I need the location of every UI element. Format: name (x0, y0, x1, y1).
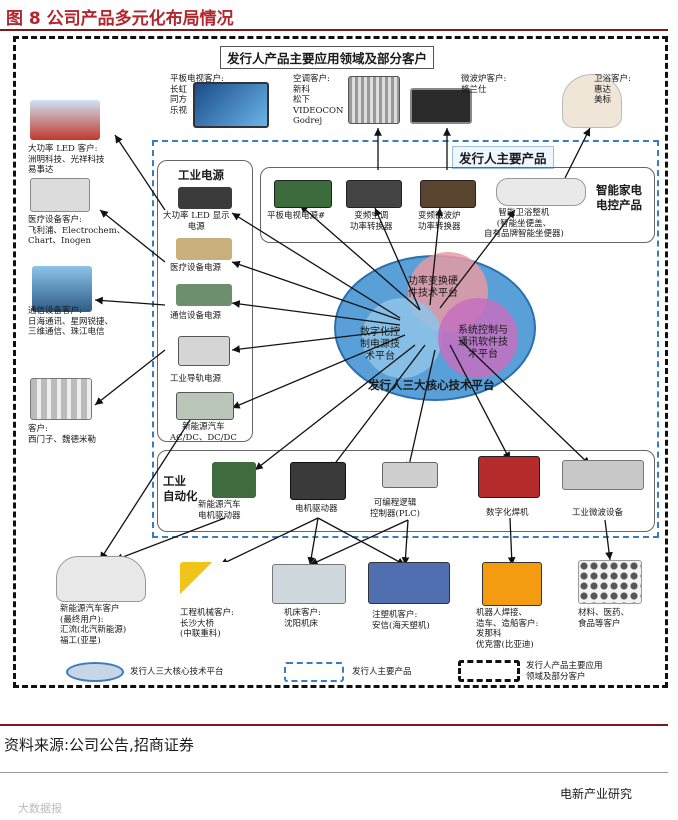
car-customers: 新能源汽车客户 (最终用户): 汇流(北汽新能源) 福工(亚星) (60, 604, 127, 646)
material-customers: 材料、医药、 食品等客户 (578, 608, 630, 629)
legend-main-label: 发行人主要产品 (352, 667, 412, 677)
ac-converter-label: 变频空调 功率转换器 (350, 211, 393, 232)
source-text: 资料来源:公司公告,招商证券 (4, 736, 194, 754)
crane-customers: 工程机械客户: 长沙大桥 (中联重科) (180, 608, 234, 639)
venn-digital (362, 298, 442, 378)
telecom-customers: 通信设备客户: 日海通讯、星网锐捷、 三维通信、珠江电信 (28, 306, 114, 337)
robot-customers: 机器人焊接、 造车、造船客户: 发那科 优克雷(比亚迪) (476, 608, 539, 650)
core-digital-label: 数字化控 制电源技 术平台 (360, 327, 400, 362)
rail-power-label: 工业导轨电源 (170, 374, 222, 384)
nev-motor-driver-label: 新能源汽车 电机驱动器 (198, 500, 241, 521)
toilet-icon (562, 74, 622, 128)
legend-core-swatch (66, 662, 124, 682)
car-icon (56, 556, 146, 602)
motor-driver-icon (290, 462, 346, 500)
figure-title: 图 8 公司产品多元化布局情况 (6, 9, 234, 29)
industrial-microwave-label: 工业微波设备 (572, 508, 624, 518)
telecom-power-label: 通信设备电源 (170, 311, 222, 321)
mw-converter-icon (420, 180, 476, 208)
molding-customers: 注塑机客户: 安信(海天塑机) (372, 610, 430, 631)
mw-converter-label: 变频微波炉 功率转换器 (418, 211, 461, 232)
automation-group (157, 450, 655, 532)
smart-toilet-icon (496, 178, 586, 206)
machine-tool-icon (272, 564, 346, 604)
telecom-tower-icon (32, 266, 92, 312)
medical-device-icon (30, 178, 90, 212)
material-icon (578, 560, 642, 604)
ac-customers: 空调客户: 新科 松下 VIDEOCON Godrej (293, 74, 344, 126)
smart-home-label: 智能家电 电控产品 (596, 183, 642, 212)
telecom-power-icon (176, 284, 232, 306)
rail-customers: 客户: 西门子、魏德米勒 (28, 424, 97, 445)
rail-power-icon (178, 336, 230, 366)
legend-main-swatch (284, 662, 344, 682)
main-products-title: 发行人主要产品 (452, 146, 554, 169)
smart-toilet-label: 智能卫浴整机 (智能坐便盖、 自有品牌智能坐便器) (484, 208, 564, 239)
crane-icon (180, 562, 246, 604)
legend-outer-label: 发行人产品主要应用 领域及部分客户 (526, 661, 603, 682)
microwave-customers: 微波炉客户: 格兰仕 (461, 74, 507, 95)
core-hardware-label: 功率变换硬 件技术平台 (408, 276, 458, 299)
industrial-power-group (157, 160, 253, 442)
rail-cabinet-icon (30, 378, 92, 420)
outer-box-title: 发行人产品主要应用领域及部分客户 (220, 46, 435, 69)
venn-software (438, 298, 518, 378)
welder-icon (478, 456, 540, 498)
nev-power-label: 新能源汽车 AC/DC、DC/DC (170, 422, 237, 443)
industrial-microwave-icon (562, 460, 644, 490)
core-platform-title: 发行人三大核心技术平台 (368, 378, 495, 392)
ac-unit-icon (348, 76, 400, 124)
brand-label: 电新产业研究 (560, 787, 633, 801)
led-screen-icon (30, 100, 100, 140)
robot-icon (482, 562, 542, 606)
source-rule (0, 724, 668, 726)
bath-customers: 卫浴客户: 惠达 美标 (594, 74, 631, 105)
nev-motor-driver-icon (212, 462, 256, 498)
plc-icon (382, 462, 438, 488)
smart-home-group (260, 167, 655, 243)
tv-image-icon (193, 82, 269, 128)
outer-application-box (13, 36, 668, 688)
medical-power-label: 医疗设备电源 (170, 263, 222, 273)
welder-label: 数字化焊机 (486, 508, 529, 518)
medical-power-icon (176, 238, 232, 260)
watermark-text: 大数据报 (18, 802, 62, 815)
tv-power-label: 平板电视电源# (267, 211, 326, 221)
automation-label: 工业 自动化 (163, 474, 198, 503)
legend-outer-swatch (458, 660, 520, 682)
footer-rule (0, 772, 668, 773)
molding-machine-icon (368, 562, 450, 604)
machine-customers: 机床客户: 沈阳机床 (284, 608, 321, 629)
industrial-power-label: 工业电源 (178, 168, 224, 182)
core-software-label: 系统控制与 通讯软件技 术平台 (458, 325, 508, 360)
tv-customers: 平板电视客户: 长虹 同方 乐视 (170, 74, 224, 116)
ac-converter-icon (346, 180, 402, 208)
led-customers: 大功率 LED 客户: 洲明科技、光祥科技 易事达 (28, 144, 105, 175)
led-power-icon (178, 187, 232, 209)
legend-core-label: 发行人三大核心技术平台 (130, 667, 224, 677)
motor-driver-label: 电机驱动器 (295, 504, 338, 514)
plc-label: 可编程逻辑 控制器(PLC) (370, 498, 421, 519)
title-rule (0, 29, 668, 31)
microwave-icon (410, 88, 472, 124)
main-products-box (152, 140, 659, 538)
led-power-label: 大功率 LED 显示 电源 (163, 211, 230, 232)
nev-power-icon (176, 392, 234, 420)
medical-customers: 医疗设备客户: 飞利浦、Electrochem、 Chart、Inogen (28, 215, 126, 246)
tv-power-board-icon (274, 180, 332, 208)
